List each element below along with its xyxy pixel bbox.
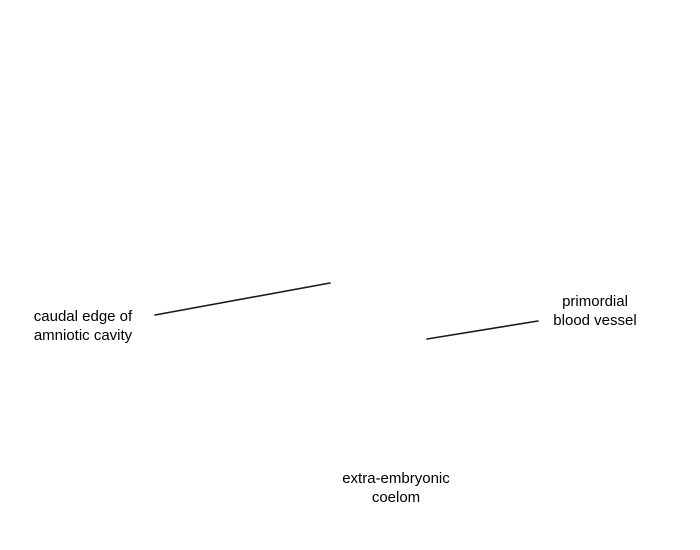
label-blood-vessel-line-1: primordial <box>562 293 628 310</box>
label-coelom-line-2: coelom <box>371 489 421 506</box>
label-caudal-edge-line-1: caudal edge of <box>33 308 133 325</box>
label-caudal-edge-of-amniotic-cavity: caudal edge of amniotic cavity <box>22 307 144 345</box>
label-caudal-edge-line-2: amniotic cavity <box>33 327 133 344</box>
leader-line-blood-vessel <box>426 320 539 340</box>
label-extra-embryonic-coelom: extra-embryonic coelom <box>326 469 466 507</box>
leader-line-caudal-edge <box>154 282 331 316</box>
label-coelom-line-1: extra-embryonic <box>342 470 450 487</box>
label-blood-vessel-line-2: blood vessel <box>553 312 637 329</box>
label-primordial-blood-vessel: primordial blood vessel <box>540 292 650 330</box>
